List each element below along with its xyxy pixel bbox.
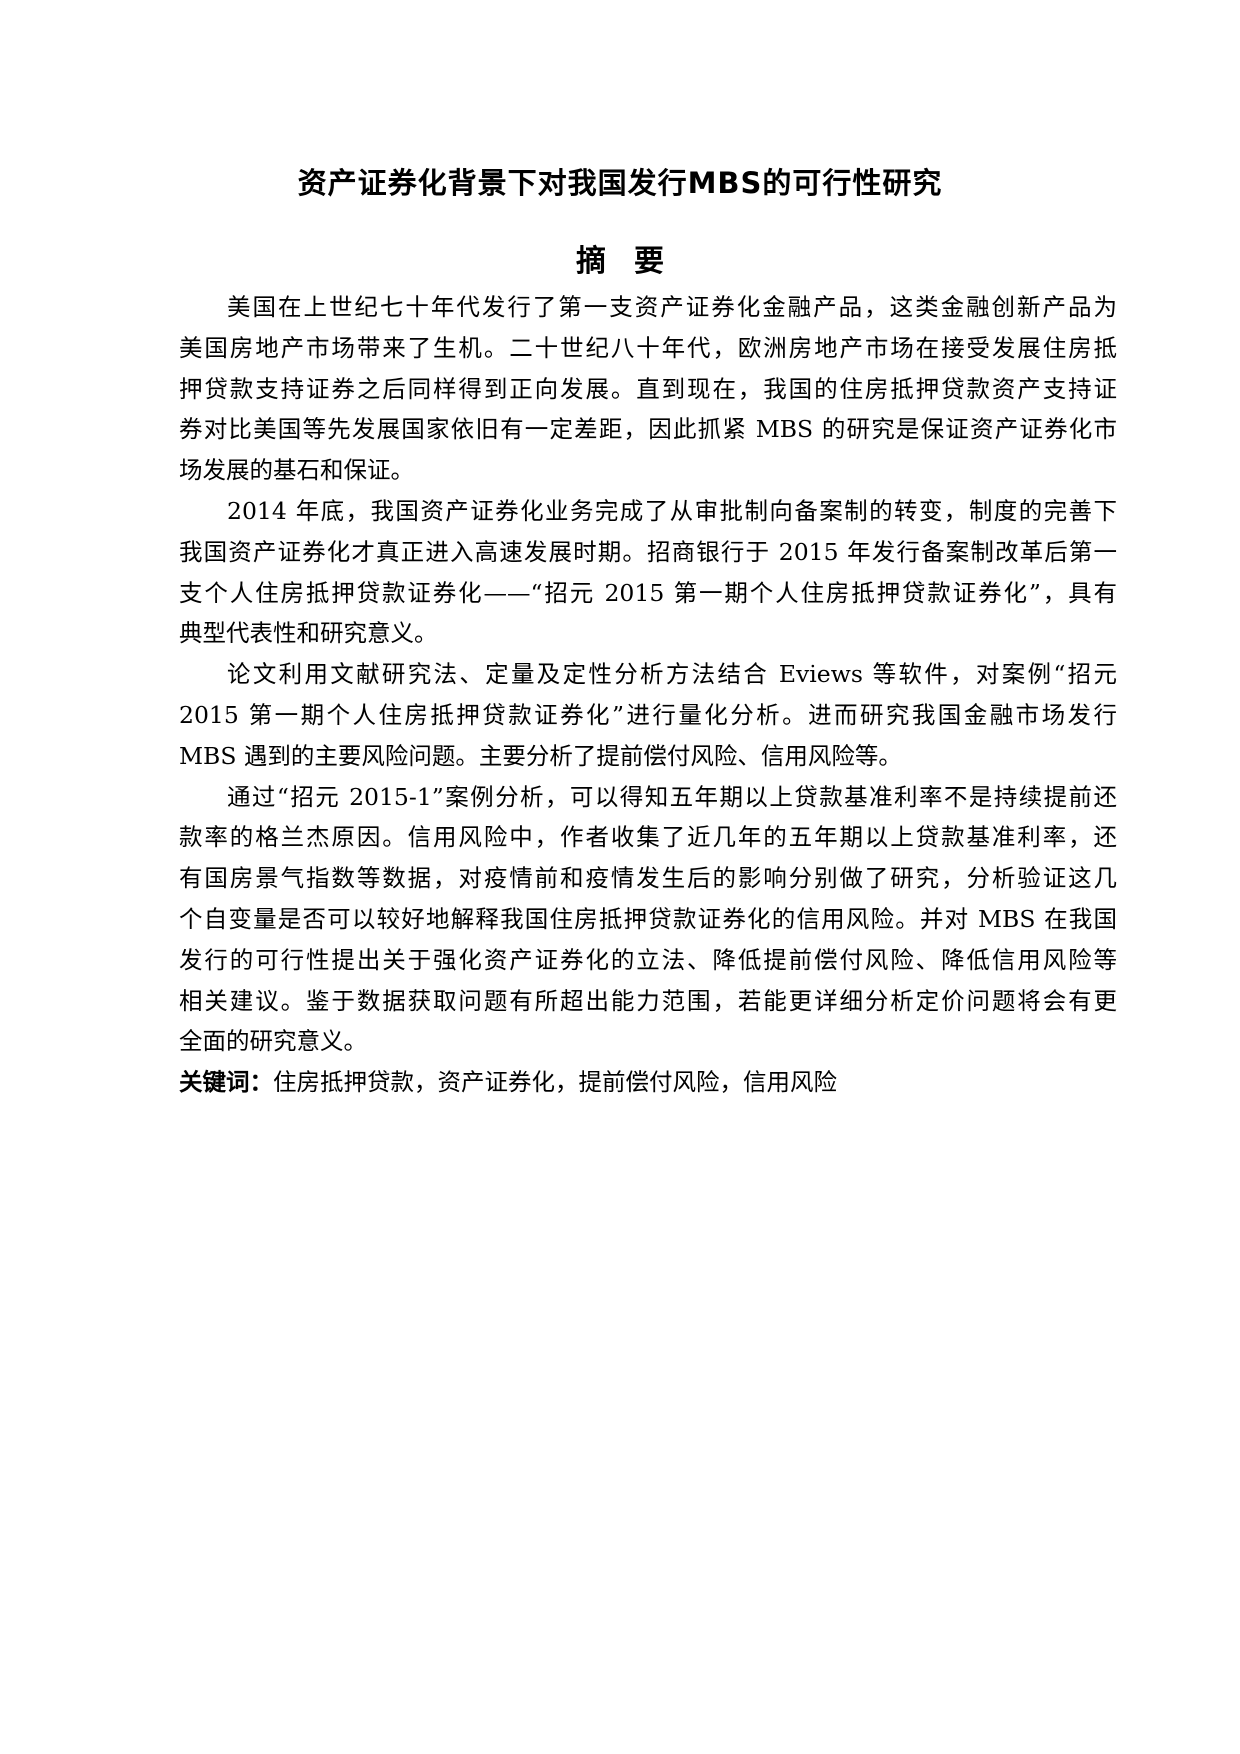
keywords-label: 关键词： bbox=[179, 1068, 273, 1097]
abstract-paragraph: 论文利用文献研究法、定量及定性分析方法结合 Eviews 等软件，对案例“招元 2… bbox=[179, 654, 1117, 776]
paragraph-line: 押贷款支持证券之后同样得到正向发展。直到现在，我国的住房抵押贷款资产支持证 bbox=[179, 374, 1117, 403]
abstract-paragraph: 2014 年底，我国资产证券化业务完成了从审批制向备案制的转变，制度的完善下我国… bbox=[179, 491, 1117, 654]
paragraph-line: 典型代表性和研究意义。 bbox=[179, 619, 438, 648]
paragraph-line: 全面的研究意义。 bbox=[179, 1027, 367, 1056]
paragraph-line: 支个人住房抵押贷款证券化——“招元 2015 第一期个人住房抵押贷款证券化”，具… bbox=[179, 578, 1117, 607]
paragraph-line: 相关建议。鉴于数据获取问题有所超出能力范围，若能更详细分析定价问题将会有更 bbox=[179, 986, 1117, 1015]
paragraph-line: 通过“招元 2015-1”案例分析，可以得知五年期以上贷款基准利率不是持续提前还 bbox=[227, 782, 1117, 811]
paragraph-line: 个自变量是否可以较好地解释我国住房抵押贷款证券化的信用风险。并对 MBS 在我国 bbox=[179, 904, 1117, 933]
abstract-paragraph: 通过“招元 2015-1”案例分析，可以得知五年期以上贷款基准利率不是持续提前还… bbox=[179, 777, 1117, 1063]
paragraph-line: 2015 第一期个人住房抵押贷款证券化”进行量化分析。进而研究我国金融市场发行 bbox=[179, 700, 1117, 729]
paragraph-line: 发行的可行性提出关于强化资产证券化的立法、降低提前偿付风险、降低信用风险等 bbox=[179, 945, 1117, 974]
paragraph-line: 有国房景气指数等数据，对疫情前和疫情发生后的影响分别做了研究，分析验证这几 bbox=[179, 864, 1117, 893]
paragraph-line: 场发展的基石和保证。 bbox=[179, 456, 414, 485]
paragraph-line: 券对比美国等先发展国家依旧有一定差距，因此抓紧 MBS 的研究是保证资产证券化市 bbox=[179, 415, 1117, 444]
paragraph-line: 款率的格兰杰原因。信用风险中，作者收集了近几年的五年期以上贷款基准利率，还 bbox=[179, 823, 1117, 852]
paragraph-line: 美国在上世纪七十年代发行了第一支资产证券化金融产品，这类金融创新产品为 bbox=[227, 293, 1117, 321]
abstract-heading: 摘要 bbox=[576, 244, 692, 279]
paragraph-line: MBS 遇到的主要风险问题。主要分析了提前偿付风险、信用风险等。 bbox=[179, 741, 902, 770]
abstract-paragraph: 美国在上世纪七十年代发行了第一支资产证券化金融产品，这类金融创新产品为美国房地产… bbox=[179, 287, 1117, 491]
keywords-value: 住房抵押贷款，资产证券化，提前偿付风险，信用风险 bbox=[273, 1068, 837, 1097]
paragraph-line: 我国资产证券化才真正进入高速发展时期。招商银行于 2015 年发行备案制改革后第… bbox=[179, 537, 1117, 566]
paragraph-line: 论文利用文献研究法、定量及定性分析方法结合 Eviews 等软件，对案例“招元 bbox=[227, 660, 1117, 689]
paragraph-line: 美国房地产市场带来了生机。二十世纪八十年代，欧洲房地产市场在接受发展住房抵 bbox=[179, 333, 1117, 362]
keywords-line: 关键词：住房抵押贷款，资产证券化，提前偿付风险，信用风险 bbox=[179, 1062, 1117, 1103]
abstract-body: 美国在上世纪七十年代发行了第一支资产证券化金融产品，这类金融创新产品为美国房地产… bbox=[179, 287, 1117, 1103]
document-title: 资产证券化背景下对我国发行MBS的可行性研究 bbox=[297, 166, 943, 200]
paragraph-line: 2014 年底，我国资产证券化业务完成了从审批制向备案制的转变，制度的完善下 bbox=[227, 496, 1117, 525]
